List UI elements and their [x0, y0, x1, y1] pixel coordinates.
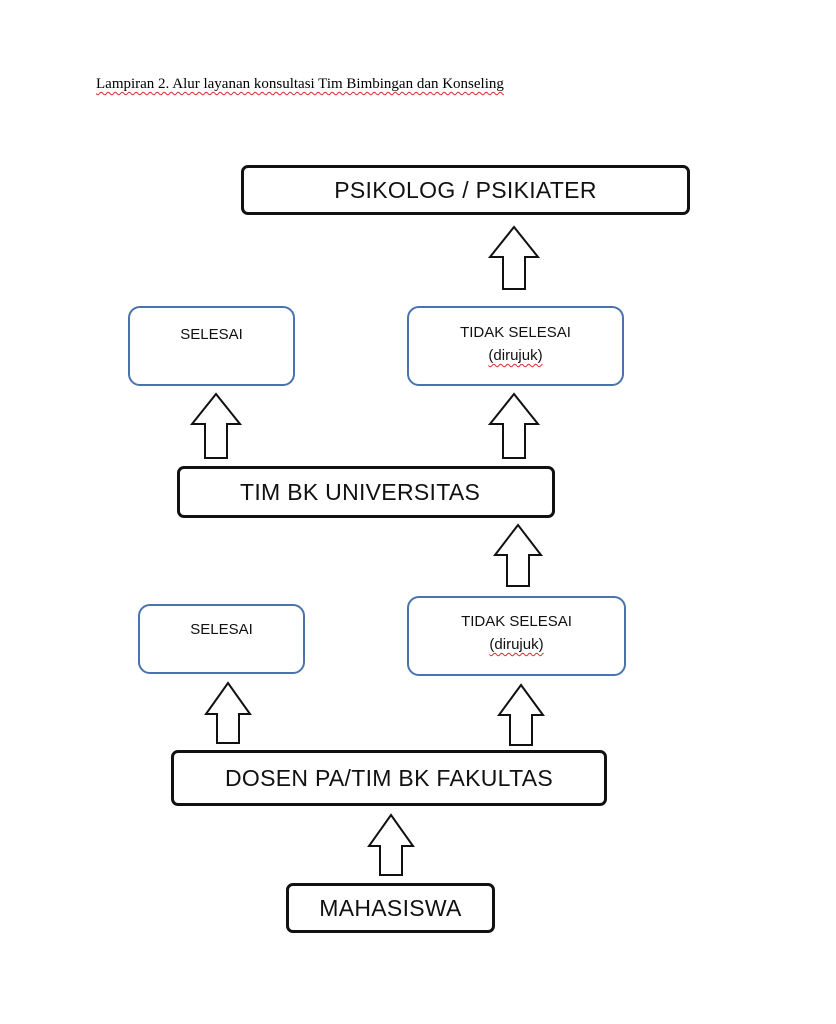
node-tidak-selesai-top-line2: (dirujuk) — [488, 347, 543, 364]
node-dosen-pa-label: DOSEN PA/TIM BK FAKULTAS — [225, 764, 553, 791]
node-mahasiswa: MAHASISWA — [286, 883, 495, 933]
caption-text: Lampiran 2. Alur layanan konsultasi Tim … — [96, 76, 504, 92]
node-tim-bk-universitas: TIM BK UNIVERSITAS — [177, 466, 555, 518]
arrow-tim-bk-to-tidak-selesai-top — [487, 392, 541, 459]
node-selesai-top: SELESAI — [128, 306, 295, 386]
arrow-dosen-to-selesai-bottom — [204, 681, 252, 744]
node-dosen-pa: DOSEN PA/TIM BK FAKULTAS — [171, 750, 607, 806]
node-tidak-selesai-top-line1: TIDAK SELESAI — [460, 324, 571, 341]
node-tidak-selesai-bottom-line1: TIDAK SELESAI — [461, 613, 572, 630]
arrow-dosen-to-tidak-selesai-bottom — [497, 683, 545, 746]
arrow-tidak-selesai-to-tim-bk — [492, 523, 544, 587]
node-mahasiswa-label: MAHASISWA — [319, 894, 462, 921]
node-selesai-bottom: SELESAI — [138, 604, 305, 674]
node-selesai-top-label: SELESAI — [180, 326, 243, 343]
arrow-tidak-selesai-to-psikolog — [487, 225, 541, 290]
node-tim-bk-universitas-label: TIM BK UNIVERSITAS — [240, 478, 481, 505]
figure-caption: Lampiran 2. Alur layanan konsultasi Tim … — [96, 76, 504, 93]
node-selesai-bottom-label: SELESAI — [190, 621, 253, 638]
arrow-tim-bk-to-selesai-top — [189, 392, 243, 459]
node-psikolog: PSIKOLOG / PSIKIATER — [241, 165, 690, 215]
node-tidak-selesai-top: TIDAK SELESAI (dirujuk) — [407, 306, 624, 386]
arrow-mahasiswa-to-dosen — [367, 813, 415, 876]
node-tidak-selesai-bottom-line2: (dirujuk) — [489, 636, 544, 653]
node-tidak-selesai-bottom: TIDAK SELESAI (dirujuk) — [407, 596, 626, 676]
node-psikolog-label: PSIKOLOG / PSIKIATER — [334, 176, 597, 203]
